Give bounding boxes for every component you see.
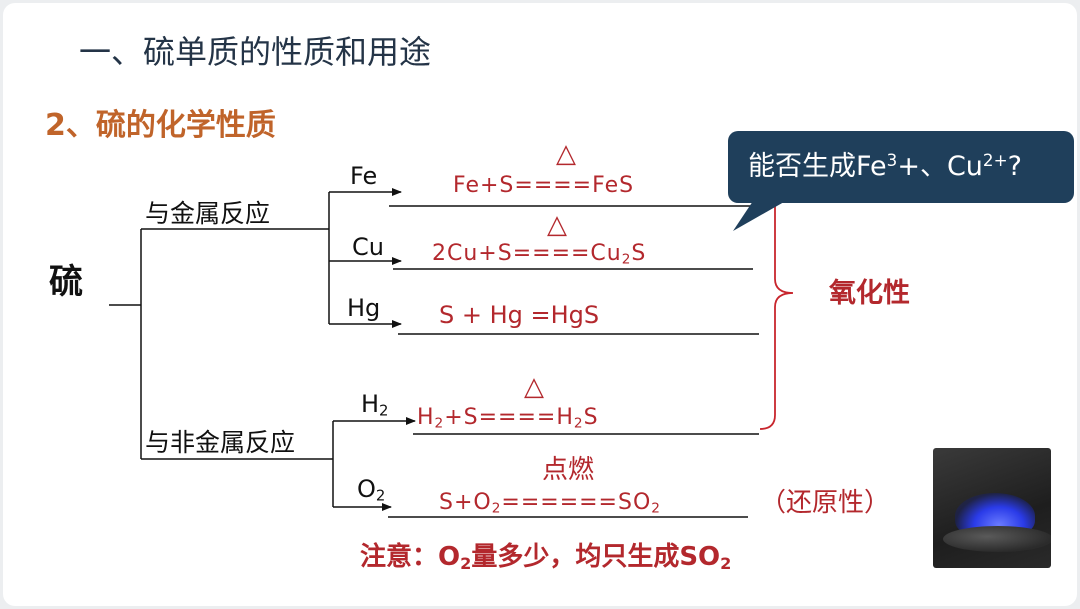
callout-superscript: 2+ [983,150,1008,170]
equation-cu-part: S [631,241,646,266]
heat-condition-fe: △ [556,141,576,167]
equation-o2-subscript: 2 [651,500,661,516]
note-text: 注意：O2量多少，均只生成SO2 [360,544,731,572]
equation-h2-subscript: 2 [435,415,445,431]
sulfur-flame-photo [933,448,1051,568]
reactant-hg: Hg [347,296,380,320]
nonmetal-branch-label: 与非金属反应 [145,430,295,455]
callout-superscript: 3 [887,150,898,170]
callout-part: ? [1008,151,1022,182]
equation-o2-part: S+O [439,490,492,515]
equation-h2-subscript: 2 [574,415,584,431]
combustion-spoon [943,526,1051,552]
equation-o2: S+O2======SO2 [439,492,661,516]
note-subscript: 2 [720,554,731,573]
callout-part: +、Cu [897,151,983,182]
equation-fe: Fe+S====FeS [453,175,634,197]
equation-o2-part: ======SO [501,490,651,515]
heat-condition-cu: △ [547,212,567,238]
equation-h2-part: H [417,405,435,430]
reactant-fe: Fe [350,164,377,188]
reactant-h2-subscript: 2 [379,402,388,420]
slide: 一、硫单质的性质和用途 2、硫的化学性质 [3,3,1077,606]
metal-branch-label: 与金属反应 [145,201,270,226]
reactant-h2: H2 [361,392,389,419]
equation-h2-part: +S====H [444,405,574,430]
note-part: 量多少，均只生成SO [471,542,720,572]
note-subscript: 2 [460,554,471,573]
reactant-cu: Cu [352,235,384,259]
equation-h2: H2+S====H2S [417,407,599,431]
reactant-o2-subscript: 2 [376,487,385,505]
equation-o2-subscript: 2 [492,500,502,516]
reactant-o2: O2 [357,477,385,504]
note-part: 注意：O [360,542,460,572]
callout-part: 能否生成Fe [748,151,887,182]
equation-hg: S + Hg =HgS [439,303,599,327]
ignite-condition-o2: 点燃 [542,457,594,483]
reactant-h2-symbol: H [361,390,379,418]
equation-cu: 2Cu+S====Cu2S [432,243,646,267]
equation-h2-part: S [584,405,599,430]
question-callout: 能否生成Fe3+、Cu2+? [728,131,1074,203]
oxidizing-label: 氧化性 [829,280,910,307]
equation-cu-subscript: 2 [622,251,632,267]
equation-cu-part: 2Cu+S====Cu [432,241,622,266]
reactant-o2-symbol: O [357,475,376,503]
heat-condition-h2: △ [524,374,544,400]
reducing-label: （还原性） [760,490,890,516]
callout-text: 能否生成Fe3+、Cu2+? [748,152,1022,180]
sulfur-root-label: 硫 [49,265,83,299]
